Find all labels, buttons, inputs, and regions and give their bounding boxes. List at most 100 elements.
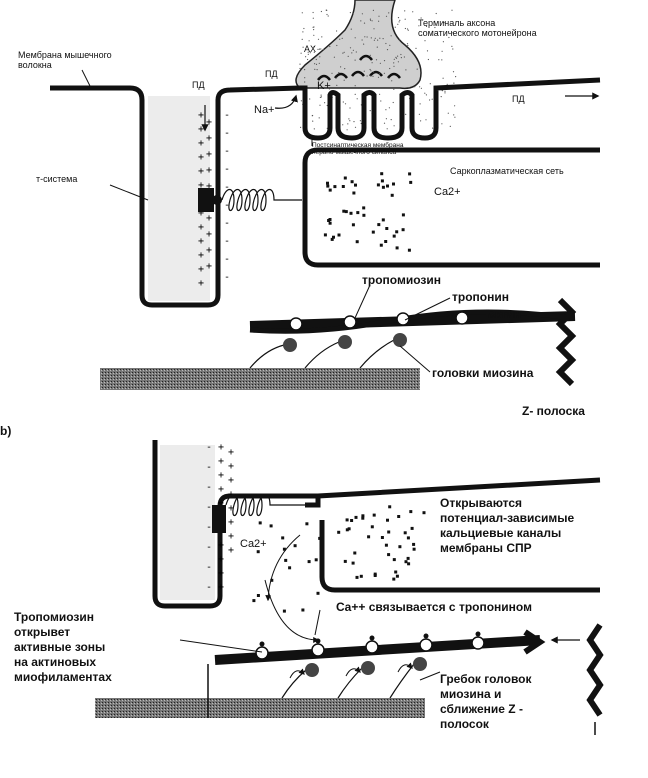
stipple-dot	[354, 93, 356, 95]
stipple-dot	[427, 58, 429, 61]
stipple-dot	[388, 107, 390, 109]
stipple-dot	[451, 45, 453, 48]
ca-dot	[330, 237, 334, 241]
ca-bound	[475, 631, 481, 637]
plus-sign: +	[228, 489, 234, 500]
ca-dot	[347, 527, 351, 531]
stipple-dot	[440, 96, 442, 98]
stipple-dot	[454, 116, 456, 118]
stipple-dot	[319, 56, 321, 58]
stipple-dot	[379, 93, 381, 95]
stipple-dot	[320, 94, 322, 96]
ca-dot	[407, 562, 411, 566]
stipple-dot	[393, 65, 395, 67]
stipple-dot	[452, 32, 454, 34]
ca-dot-free	[256, 550, 260, 554]
plus-sign: +	[206, 245, 212, 256]
stipple-dot	[316, 69, 318, 71]
plus-sign: +	[228, 517, 234, 528]
ca-dot	[323, 233, 327, 237]
ca-dot-free	[281, 536, 285, 540]
stipple-dot	[327, 15, 329, 17]
ca-dot	[395, 246, 399, 250]
muscle-membrane-b	[152, 440, 320, 609]
plus-sign: +	[198, 236, 204, 247]
ca-arrow-2	[264, 579, 320, 643]
stipple-dot	[434, 20, 436, 22]
ca-dot	[345, 518, 349, 522]
ca-dot	[343, 176, 347, 180]
ca-dot	[392, 558, 396, 562]
myosin-neck	[389, 663, 415, 699]
stipple-dot	[378, 20, 380, 22]
stipple-dot	[420, 120, 422, 122]
stipple-dot	[313, 46, 315, 48]
stipple-dot	[372, 9, 374, 11]
ca-dot	[392, 182, 395, 186]
stipple-dot	[343, 51, 345, 53]
stipple-dot	[405, 69, 407, 71]
troponin-circle	[419, 638, 433, 652]
ca-dot	[408, 172, 412, 176]
stipple-dot	[353, 121, 355, 123]
stipple-dot	[421, 19, 424, 21]
sr-label: Саркоплазматическая сеть	[450, 166, 564, 176]
postsynaptic-folds	[300, 77, 601, 141]
stipple-dot	[346, 129, 348, 131]
ca-dot	[376, 183, 380, 187]
stipple-dot	[377, 76, 380, 78]
ap-label-left: ПД	[192, 80, 205, 90]
stipple-dot	[385, 118, 387, 120]
minus-sign: -	[206, 522, 212, 533]
stipple-dot	[390, 35, 392, 37]
ca-dot	[367, 535, 371, 539]
stipple-dot	[434, 26, 436, 29]
stipple-dot	[373, 28, 375, 30]
stipple-dot	[313, 51, 315, 53]
muscle-membrane	[50, 85, 301, 308]
membrane-leader	[81, 69, 91, 87]
troponin-sites-b	[255, 631, 485, 660]
stipple-dot	[441, 90, 444, 92]
stipple-dot	[304, 77, 306, 79]
ca-dot	[380, 536, 384, 539]
ca-dot	[351, 223, 355, 227]
troponin-circle	[471, 636, 485, 650]
ca-dot	[398, 545, 402, 549]
stipple-dot	[317, 38, 320, 40]
ca-dot-free	[293, 544, 297, 548]
na-ion-label: Na+	[254, 104, 275, 116]
ca-dot	[412, 542, 416, 546]
ca-dot	[409, 180, 413, 184]
stipple-dot	[383, 60, 386, 62]
stipple-dot	[420, 87, 422, 89]
ca-dot	[407, 248, 411, 252]
ca-bound	[423, 633, 429, 639]
stipple-dot	[359, 120, 361, 122]
stipple-dot	[318, 48, 321, 50]
stipple-dot	[311, 115, 313, 117]
stipple-dot	[313, 29, 315, 31]
k-ion-label: K+	[317, 80, 331, 92]
ca-dot	[373, 574, 377, 577]
plus-sign: +	[198, 110, 204, 121]
ca-dot-free	[269, 524, 273, 528]
tropomyosin-opens-label: Тропомиозин открывет активные зоны на ак…	[14, 610, 112, 684]
minus-sign: -	[224, 110, 230, 121]
stipple-dot	[435, 12, 437, 15]
plus-sign: +	[198, 124, 204, 135]
plus-sign: +	[228, 503, 234, 514]
stipple-dot	[349, 12, 351, 14]
stipple-dot	[452, 71, 455, 73]
minus-sign: -	[224, 200, 230, 211]
ca-dot	[328, 221, 332, 225]
sarcoplasmic-reticulum-b	[305, 477, 601, 593]
ca-dot	[395, 230, 399, 234]
stipple-dot	[451, 9, 453, 11]
stipple-dot	[383, 122, 386, 124]
stipple-dot	[313, 34, 315, 36]
ca-bound	[315, 638, 321, 644]
minus-sign: -	[206, 462, 212, 473]
ca-dot-free	[256, 594, 260, 597]
